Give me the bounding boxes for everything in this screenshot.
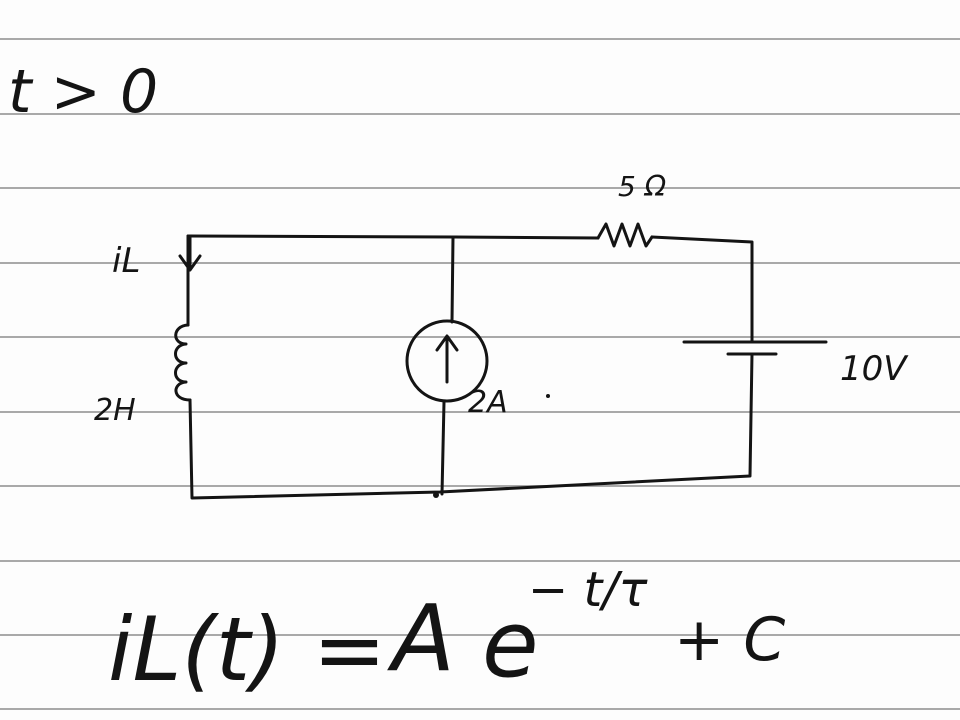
ruled-line xyxy=(0,560,960,562)
inductor-current-label: iL xyxy=(112,241,140,281)
condition-text: t > 0 xyxy=(8,57,158,127)
top-wire-left xyxy=(186,234,600,240)
ruled-line xyxy=(0,708,960,710)
equation-base: e xyxy=(482,591,539,698)
middle-wire-top xyxy=(450,235,455,324)
pen-dot xyxy=(546,394,550,398)
equation-lhs: iL(t) = xyxy=(108,598,386,701)
arrow-head-icon xyxy=(178,254,202,272)
current-source-circle xyxy=(405,319,489,403)
resistor-label: 5 Ω xyxy=(618,170,667,203)
resistor-symbol xyxy=(596,222,654,248)
equation-exponent: − t/τ xyxy=(528,562,648,618)
arrow-head-icon xyxy=(435,334,459,352)
inductor-label: 2H xyxy=(94,393,136,428)
ruled-line xyxy=(0,262,960,264)
ruled-line xyxy=(0,38,960,40)
middle-wire-bottom xyxy=(440,400,446,496)
inductor-symbol xyxy=(174,323,192,402)
ruled-line xyxy=(0,187,960,189)
bottom-wire xyxy=(188,352,754,500)
equation-rhs-tail: + C xyxy=(674,605,785,675)
ruled-line xyxy=(0,411,960,413)
junction-dot xyxy=(433,492,439,498)
equation-coefficient: A xyxy=(387,585,455,692)
top-wire-right xyxy=(650,235,754,344)
ruled-line xyxy=(0,634,960,636)
ruled-line xyxy=(0,485,960,487)
voltage-source-label: 10V xyxy=(840,349,909,389)
current-source-label: 2A xyxy=(468,385,508,420)
ruled-line xyxy=(0,113,960,115)
